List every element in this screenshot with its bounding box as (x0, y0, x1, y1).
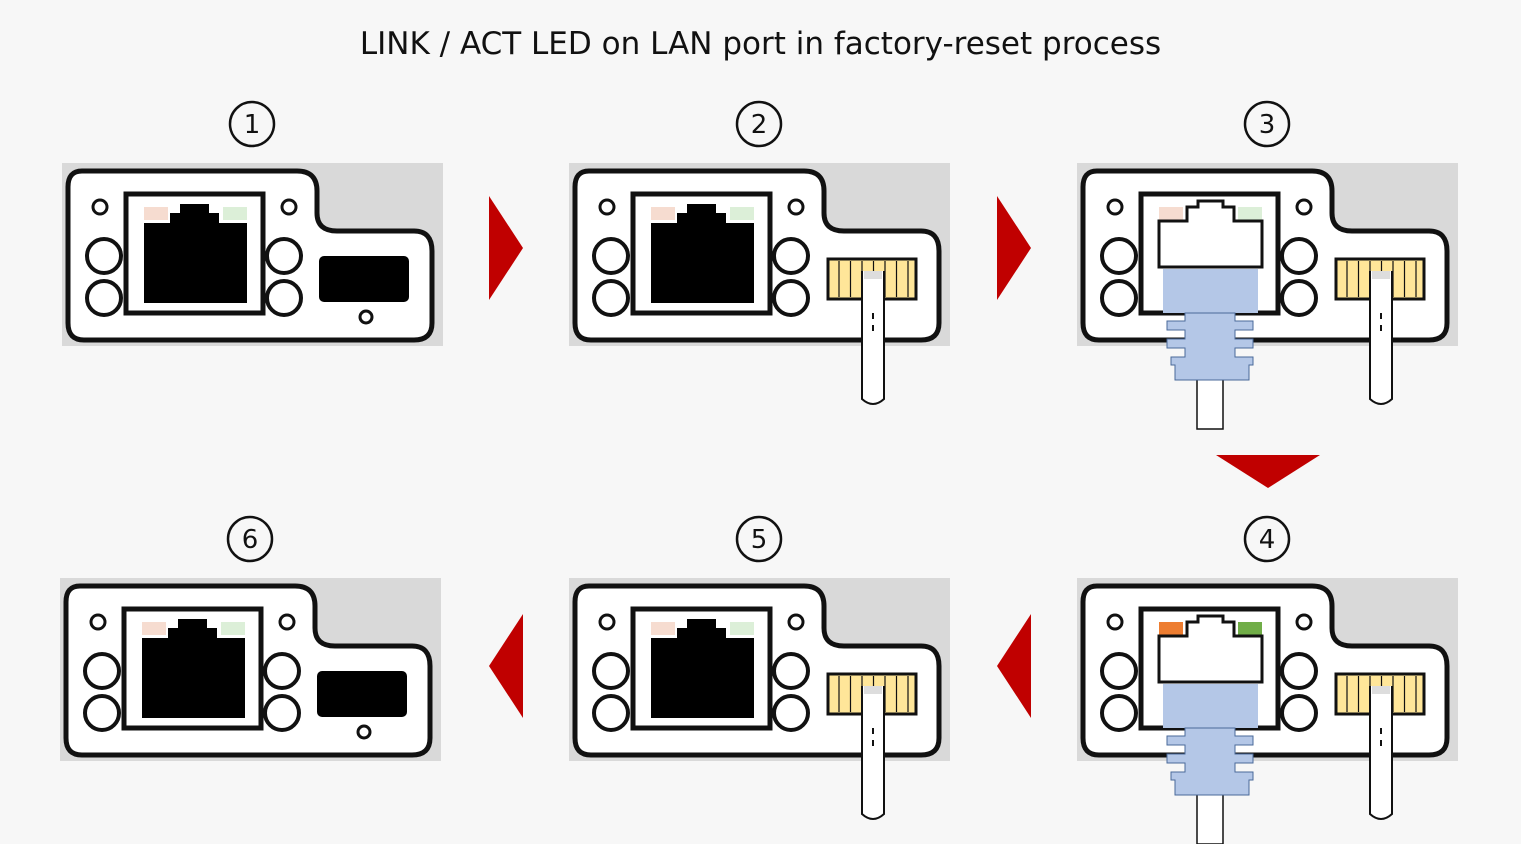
flow-arrow-left-4 (997, 614, 1031, 718)
screw-hole-right (787, 613, 805, 631)
flow-arrow-left-5 (489, 614, 523, 718)
step-number-circle (1243, 100, 1291, 148)
link-led (651, 207, 675, 220)
step-number-circle (735, 100, 783, 148)
step-number-circle (226, 515, 274, 563)
round-button-3 (1280, 237, 1318, 275)
step-number: 6 (242, 525, 259, 555)
round-button-1 (592, 652, 630, 690)
step-number-circle (228, 100, 276, 148)
step-2: 2 (569, 100, 950, 405)
usb-key-strap (861, 686, 885, 820)
usb-key-strap (861, 271, 885, 405)
screw-hole-right (278, 613, 296, 631)
round-button-4 (1280, 694, 1318, 732)
usb-key-strap (1369, 271, 1393, 405)
lan-plug-body (1163, 269, 1258, 313)
step-4: 4 (1077, 515, 1458, 844)
screw-hole-right (1295, 613, 1313, 631)
act-led (730, 622, 754, 635)
usb-slot (317, 671, 407, 717)
screw-hole-right (280, 198, 298, 216)
round-button-4 (263, 694, 301, 732)
flow-arrow-down-3 (1216, 455, 1320, 488)
screw-hole-left (91, 198, 109, 216)
reset-hole (358, 309, 374, 325)
link-led (1159, 207, 1183, 220)
step-number: 1 (244, 110, 261, 140)
round-button-2 (592, 694, 630, 732)
act-led (1238, 622, 1262, 635)
usb-key-strap-tab (1372, 271, 1390, 279)
step-number: 2 (751, 110, 768, 140)
step-1: 1 (62, 100, 443, 346)
round-button-2 (1100, 694, 1138, 732)
act-led (730, 207, 754, 220)
link-led (651, 622, 675, 635)
round-button-3 (265, 237, 303, 275)
round-button-1 (1100, 652, 1138, 690)
screw-hole-left (598, 613, 616, 631)
round-button-1 (83, 652, 121, 690)
flow-arrow-right-1 (489, 196, 523, 300)
round-button-2 (85, 279, 123, 317)
screw-hole-left (1106, 613, 1124, 631)
screw-hole-left (1106, 198, 1124, 216)
round-button-4 (772, 694, 810, 732)
lan-cable-boot (1166, 727, 1254, 796)
screw-hole-left (89, 613, 107, 631)
lan-jack-opening (142, 619, 245, 718)
screw-hole-right (787, 198, 805, 216)
round-button-3 (263, 652, 301, 690)
step-number: 5 (751, 525, 768, 555)
step-6: 6 (60, 515, 441, 761)
link-led (1159, 622, 1183, 635)
usb-key-strap-tab (864, 271, 882, 279)
flow-arrow-right-2 (997, 196, 1031, 300)
lan-jack-opening (144, 204, 247, 303)
diagram-title: LINK / ACT LED on LAN port in factory-re… (359, 26, 1162, 62)
act-led (223, 207, 247, 220)
usb-key-strap (1369, 686, 1393, 820)
lan-plug-body (1163, 684, 1258, 728)
step-number-circle (1243, 515, 1291, 563)
usb-key-strap-tab (864, 686, 882, 694)
round-button-2 (1100, 279, 1138, 317)
step-number: 3 (1259, 110, 1276, 140)
lan-plug-top (1157, 614, 1264, 684)
lan-jack-opening (651, 204, 754, 303)
act-led (1238, 207, 1262, 220)
reset-hole (356, 724, 372, 740)
lan-jack-opening (651, 619, 754, 718)
lan-plug-top (1157, 199, 1264, 269)
usb-slot (319, 256, 409, 302)
screw-hole-left (598, 198, 616, 216)
step-number-circle (735, 515, 783, 563)
round-button-1 (592, 237, 630, 275)
step-3: 3 (1077, 100, 1458, 430)
round-button-2 (83, 694, 121, 732)
round-button-1 (1100, 237, 1138, 275)
round-button-1 (85, 237, 123, 275)
usb-key-strap-tab (1372, 686, 1390, 694)
round-button-4 (1280, 279, 1318, 317)
link-led (144, 207, 168, 220)
round-button-3 (772, 237, 810, 275)
lan-cable-boot (1166, 312, 1254, 381)
step-number: 4 (1259, 525, 1276, 555)
screw-hole-right (1295, 198, 1313, 216)
round-button-2 (592, 279, 630, 317)
act-led (221, 622, 245, 635)
round-button-4 (772, 279, 810, 317)
link-led (142, 622, 166, 635)
round-button-3 (1280, 652, 1318, 690)
round-button-3 (772, 652, 810, 690)
round-button-4 (265, 279, 303, 317)
step-5: 5 (569, 515, 950, 820)
